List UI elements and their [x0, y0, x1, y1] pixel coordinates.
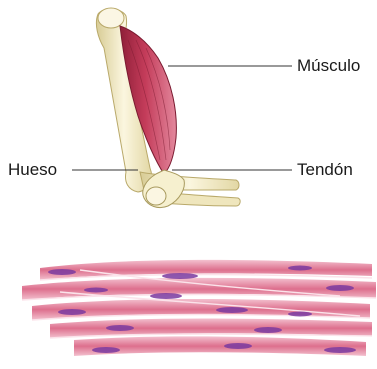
- label-musculo: Músculo: [297, 56, 360, 76]
- arm-illustration: [96, 8, 240, 208]
- nucleus: [224, 343, 252, 349]
- nucleus: [150, 293, 182, 299]
- nucleus: [254, 327, 282, 333]
- nucleus: [288, 312, 312, 317]
- muscle-fibers: [22, 258, 376, 368]
- nucleus: [92, 347, 120, 353]
- nucleus: [58, 309, 86, 315]
- elbow-joint: [146, 187, 166, 205]
- nucleus: [326, 285, 354, 291]
- nucleus: [106, 325, 134, 331]
- nucleus: [216, 307, 248, 313]
- nucleus: [48, 269, 76, 275]
- label-tendon: Tendón: [297, 160, 353, 180]
- leader-lines: [72, 66, 292, 170]
- label-hueso: Hueso: [8, 160, 57, 180]
- nucleus: [288, 266, 312, 271]
- nucleus: [162, 273, 198, 279]
- humerus-head: [98, 8, 124, 28]
- nucleus: [84, 288, 108, 293]
- nucleus: [324, 347, 356, 353]
